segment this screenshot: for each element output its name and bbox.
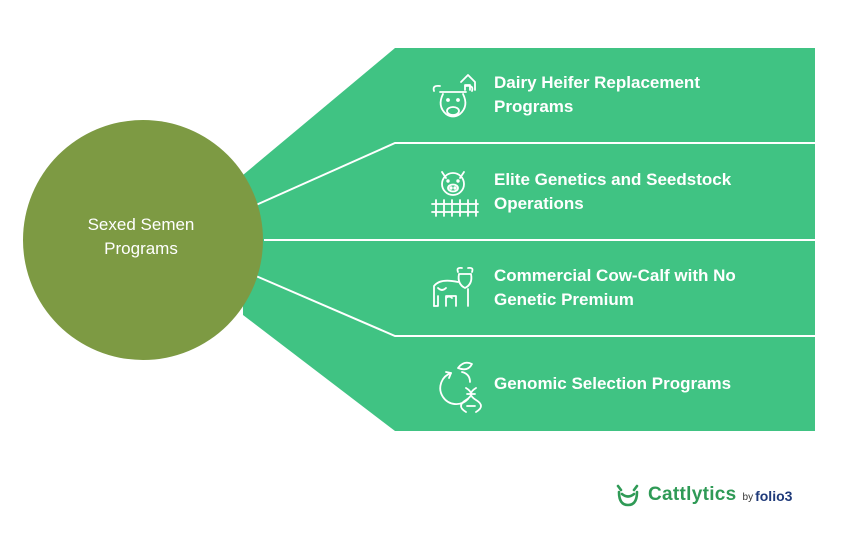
item-line1: Dairy Heifer Replacement (494, 73, 700, 92)
item-line1: Genomic Selection Programs (494, 374, 732, 393)
divider-lines (255, 142, 815, 337)
item-line1: Commercial Cow-Calf with No (494, 266, 736, 285)
hub-label-line1: Sexed Semen (87, 215, 195, 234)
cow-calf-icon (433, 266, 474, 307)
brand-name: Cattlytics (648, 484, 737, 505)
item-genomic-selection: Genomic Selection Programs (494, 372, 794, 396)
brand-footer: Cattlytics by folio3 (614, 480, 792, 510)
item-line2: Genetic Premium (494, 290, 634, 309)
pig-fence-icon (431, 171, 479, 217)
item-line2: Programs (494, 97, 574, 116)
hub-label: Sexed Semen Programs (30, 213, 252, 261)
divider-3 (255, 275, 815, 337)
item-elite-genetics: Elite Genetics and Seedstock Operations (494, 168, 794, 216)
brand-logo-icon (616, 484, 639, 507)
item-line1: Elite Genetics and Seedstock (494, 170, 732, 189)
item-line2: Operations (494, 194, 584, 213)
brand-partner: folio3 (755, 488, 793, 504)
hub-circle (23, 120, 263, 360)
cow-barn-icon (432, 74, 476, 118)
dna-cycle-icon (439, 361, 482, 413)
brand-by: by (742, 492, 754, 503)
item-dairy-heifer: Dairy Heifer Replacement Programs (494, 71, 794, 119)
divider-1 (255, 142, 815, 206)
item-commercial-cow-calf: Commercial Cow-Calf with No Genetic Prem… (494, 264, 794, 312)
hub-label-line2: Programs (104, 239, 178, 258)
